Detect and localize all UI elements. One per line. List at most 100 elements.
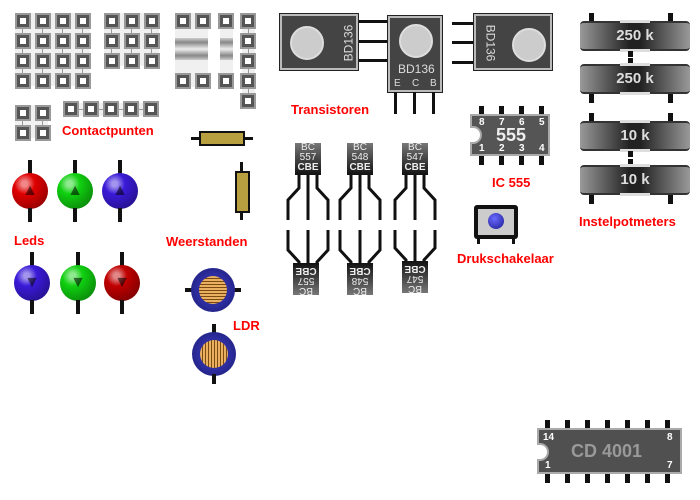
potmeter-10k-1[interactable]: 10 k: [580, 113, 695, 157]
contact-pad[interactable]: [35, 53, 51, 69]
contact-pad[interactable]: [15, 53, 31, 69]
led-bottom-1[interactable]: ▼: [60, 252, 96, 314]
ic-pin: [565, 474, 570, 483]
ic-pin: [585, 474, 590, 483]
contact-pad[interactable]: [175, 73, 191, 89]
potmeter-250k-2[interactable]: 250 k: [580, 58, 695, 103]
label-contactpunten: Contactpunten: [62, 123, 154, 138]
contact-pad[interactable]: [195, 13, 211, 29]
contact-pad[interactable]: [15, 33, 31, 49]
contact-strip-horizontal[interactable]: [63, 101, 159, 117]
label-ldr: LDR: [233, 318, 260, 333]
wire-bridge-double[interactable]: [175, 13, 211, 89]
ic-pin: [645, 474, 650, 483]
contact-board-2x2[interactable]: [15, 105, 51, 141]
contact-pad[interactable]: [240, 93, 256, 109]
contact-pad[interactable]: [35, 33, 51, 49]
led-bottom-2[interactable]: ▼: [104, 252, 140, 314]
resistor-horizontal[interactable]: [199, 131, 245, 146]
contact-board-4x4[interactable]: [15, 13, 91, 89]
contact-pad[interactable]: [240, 73, 256, 89]
contact-pad[interactable]: [240, 53, 256, 69]
contact-pad[interactable]: [15, 105, 31, 121]
transistor-bd136-right[interactable]: BD136: [452, 13, 562, 71]
contact-pad[interactable]: [35, 73, 51, 89]
contact-pad[interactable]: [240, 13, 256, 29]
ic-notch: [537, 443, 549, 461]
mounting-hole-icon: [512, 28, 546, 62]
resistor-vertical[interactable]: [235, 171, 250, 213]
contact-pad[interactable]: [218, 13, 234, 29]
label-instelpotmeters: Instelpotmeters: [579, 214, 676, 229]
led-top-1[interactable]: ▲: [57, 160, 93, 222]
label-leds: Leds: [14, 233, 45, 248]
ic-pin: [585, 420, 590, 429]
contact-pad[interactable]: [75, 33, 91, 49]
contact-pad[interactable]: [195, 73, 211, 89]
transistor-bc548[interactable]: BC 548 CBE: [347, 143, 373, 175]
ldr-vertical[interactable]: [192, 324, 236, 384]
push-button-switch[interactable]: [474, 205, 518, 245]
transistor-bc548-flipped[interactable]: BC 548 CBE: [347, 263, 373, 296]
label-ic555: IC 555: [492, 175, 531, 190]
contact-pad[interactable]: [55, 33, 71, 49]
led-top-2[interactable]: ▲: [102, 160, 138, 222]
contact-pad[interactable]: [75, 73, 91, 89]
led-bottom-0[interactable]: ▼: [14, 252, 50, 314]
diode-down-icon: ▼: [114, 274, 130, 291]
potmeter-250k-1[interactable]: 250 k: [580, 13, 695, 57]
contact-pad[interactable]: [15, 13, 31, 29]
contact-pad[interactable]: [55, 13, 71, 29]
ic-pin: [545, 474, 550, 483]
diode-up-icon: ▲: [112, 182, 128, 199]
ic-pin: [665, 420, 670, 429]
contact-pad[interactable]: [55, 53, 71, 69]
ic-cd4001[interactable]: 14 8 CD 4001 1 7: [537, 420, 687, 490]
contact-pad[interactable]: [124, 13, 140, 29]
contact-pad[interactable]: [15, 125, 31, 141]
contact-pad[interactable]: [35, 13, 51, 29]
diode-up-icon: ▲: [22, 182, 38, 199]
ldr-horizontal[interactable]: [185, 268, 241, 312]
contact-pad[interactable]: [124, 33, 140, 49]
contact-pad[interactable]: [103, 101, 119, 117]
contact-pad[interactable]: [55, 73, 71, 89]
contact-strip-vertical[interactable]: [240, 13, 256, 109]
contact-pad[interactable]: [104, 53, 120, 69]
contact-pad[interactable]: [104, 33, 120, 49]
contact-pad[interactable]: [63, 101, 79, 117]
contact-pad[interactable]: [144, 53, 160, 69]
ic-pin: [545, 420, 550, 429]
contact-pad[interactable]: [144, 13, 160, 29]
transistor-bc557[interactable]: BC 557 CBE: [295, 143, 321, 175]
transistor-bd136-middle[interactable]: BD136 E C B: [387, 15, 443, 114]
contact-pad[interactable]: [143, 101, 159, 117]
contact-pad[interactable]: [83, 101, 99, 117]
contact-pad[interactable]: [240, 33, 256, 49]
contact-pad[interactable]: [75, 53, 91, 69]
contact-pad[interactable]: [104, 13, 120, 29]
contact-pad[interactable]: [218, 73, 234, 89]
contact-pad[interactable]: [123, 101, 139, 117]
label-drukschakelaar: Drukschakelaar: [457, 251, 554, 266]
transistor-bc547[interactable]: BC 547 CBE: [402, 143, 428, 175]
ic-pin: [625, 420, 630, 429]
contact-pad[interactable]: [124, 53, 140, 69]
wire-bridge-single[interactable]: [218, 13, 234, 89]
push-button-cap[interactable]: [488, 213, 504, 229]
contact-pad[interactable]: [175, 13, 191, 29]
potmeter-10k-2[interactable]: 10 k: [580, 159, 695, 204]
transistor-bc557-flipped[interactable]: BC 557 CBE: [293, 263, 319, 296]
transistor-bc547-flipped[interactable]: BC 547 CBE: [402, 261, 428, 294]
diode-down-icon: ▼: [24, 274, 40, 291]
contact-pad[interactable]: [35, 105, 51, 121]
transistor-bd136-left[interactable]: BD136: [279, 13, 390, 71]
led-top-0[interactable]: ▲: [12, 160, 48, 222]
ic-555[interactable]: 8 7 6 5 555 1 2 3 4: [470, 106, 556, 168]
contact-pad[interactable]: [75, 13, 91, 29]
contact-pad[interactable]: [144, 33, 160, 49]
label-transistoren: Transistoren: [291, 102, 370, 117]
contact-board-3x3[interactable]: [104, 13, 160, 69]
contact-pad[interactable]: [35, 125, 51, 141]
contact-pad[interactable]: [15, 73, 31, 89]
